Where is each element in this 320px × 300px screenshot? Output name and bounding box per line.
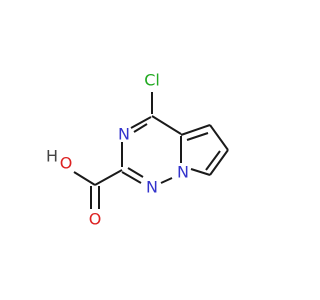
molecule-structure: Cl N N N O H O: [46, 71, 229, 229]
bond-c4a-c4: [151, 115, 182, 135]
nitrogen-bridge-label: N: [177, 163, 189, 182]
bond-n1-nbridge: [160, 177, 173, 184]
bond-ccarboxyl-ohydroxyl: [73, 171, 96, 186]
nitrogen-lower-label: N: [146, 178, 158, 197]
bond-c4-n3-second: [133, 123, 148, 133]
bond-c4a-c5-second: [186, 132, 209, 141]
bond-c6-c7: [209, 149, 229, 176]
nitrogen-upper-label: N: [118, 125, 130, 144]
bond-c6-c7-second: [205, 150, 221, 171]
bond-c2-ccarboxyl: [94, 169, 123, 186]
oxygen-carbonyl-label: O: [89, 210, 102, 229]
bonds: [73, 92, 229, 209]
hydrogen-hydroxyl-label: H: [46, 147, 58, 166]
bond-c2-n1-second: [127, 167, 144, 178]
bond-c4a-c5: [180, 124, 211, 136]
bond-c2-n1: [121, 171, 142, 184]
oxygen-hydroxyl-label: O: [60, 154, 73, 173]
atom-labels: Cl N N N O H O: [46, 71, 189, 229]
chlorine-label: Cl: [144, 71, 160, 90]
bond-c4-n3: [130, 116, 152, 129]
bond-c7-nbridge: [190, 168, 211, 176]
structure-canvas: Cl N N N O H O: [46, 71, 229, 229]
bond-c5-c6: [209, 124, 229, 151]
